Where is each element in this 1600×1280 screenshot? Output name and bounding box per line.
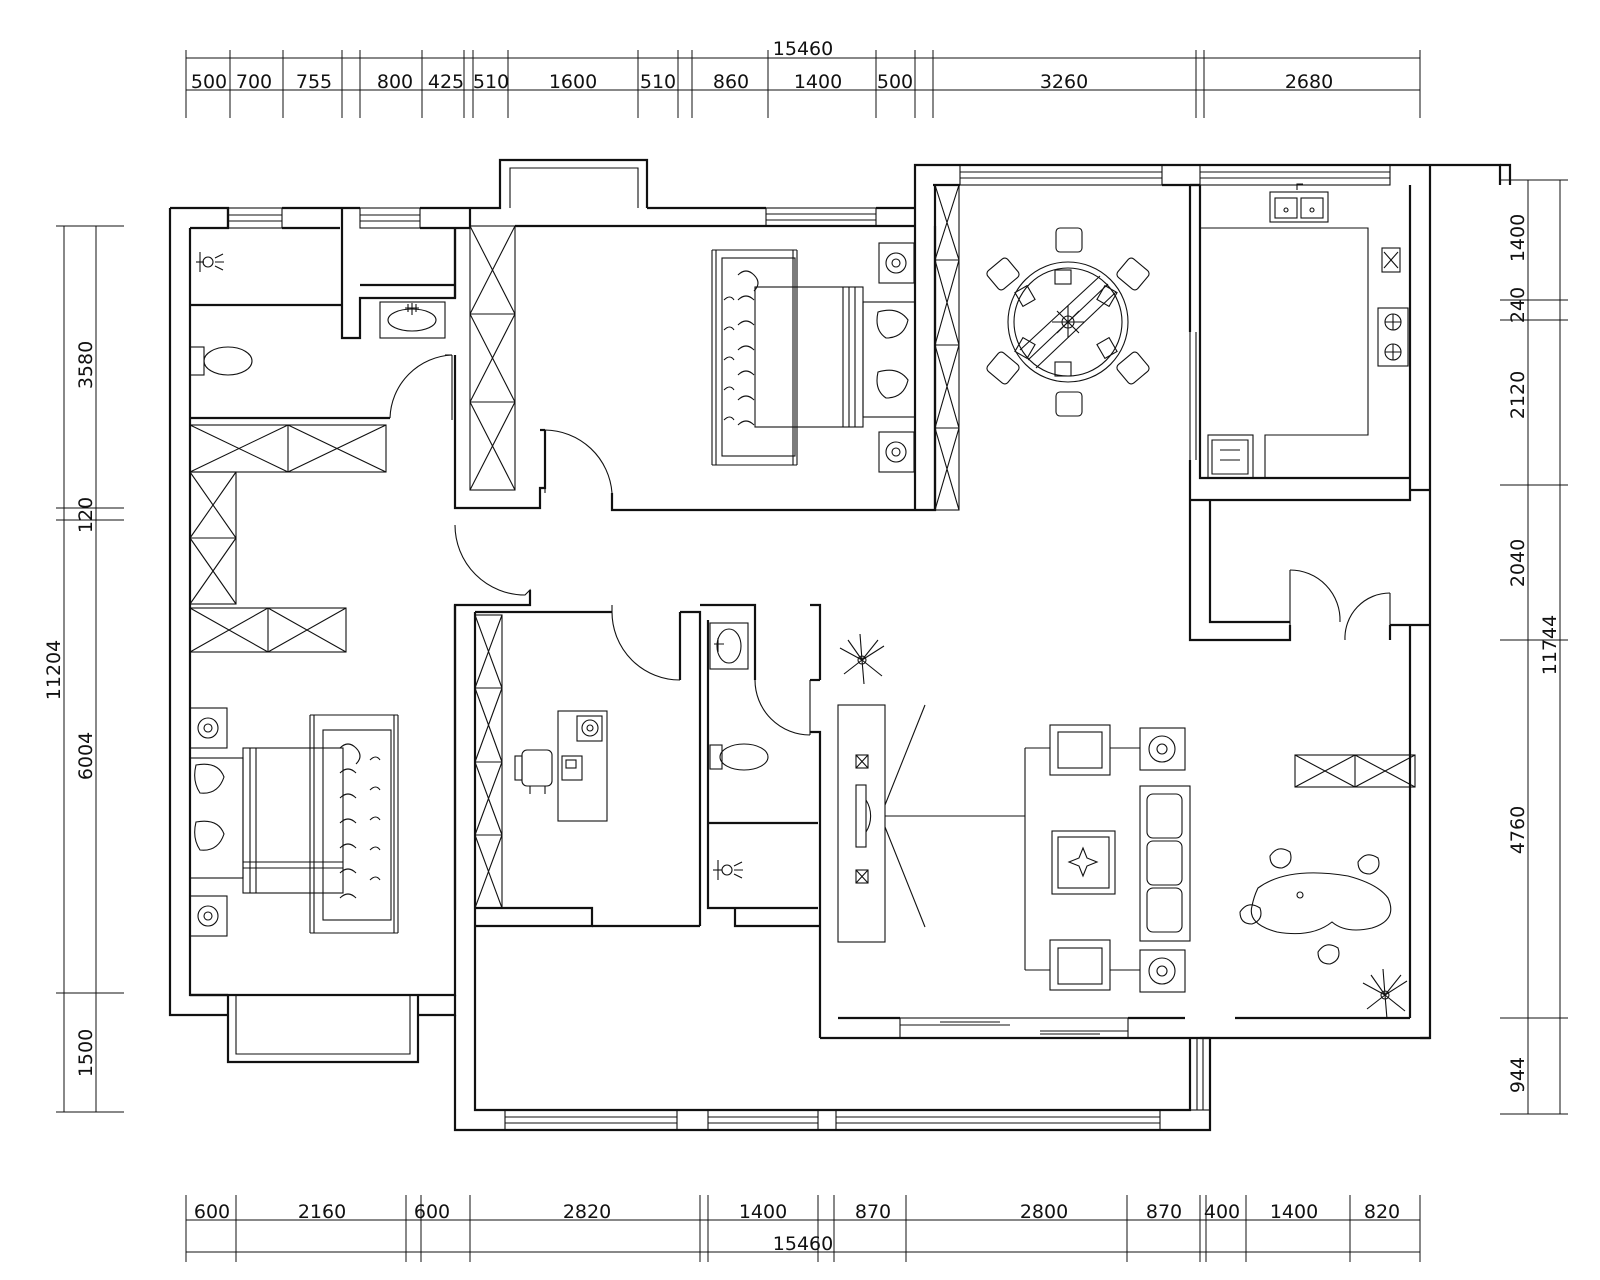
top-dim-9: 860 [713, 71, 749, 93]
bottom-overall-dimension: 15460 [773, 1233, 833, 1255]
shower-icon-small-bath [713, 860, 743, 880]
top-dim-4: 800 [377, 71, 413, 93]
bottom-dim-11: 820 [1364, 1201, 1400, 1223]
bottom-dim-3: 600 [414, 1201, 450, 1223]
bottom-dim-9: 400 [1204, 1201, 1240, 1223]
right-dim-4: 2040 [1507, 539, 1529, 587]
cabinet-living [1294, 754, 1416, 788]
right-dim-1: 1400 [1507, 214, 1529, 262]
top-dim-1: 500 [191, 71, 227, 93]
top-dim-2: 700 [236, 71, 272, 93]
coffee-table [1051, 830, 1116, 895]
top-overall-dimension: 15460 [773, 38, 833, 60]
entry-door-right [1344, 592, 1391, 641]
left-dim-1: 3580 [75, 341, 97, 389]
wardrobe-dining [934, 184, 960, 511]
toilet-icon-small-bath [709, 743, 769, 771]
bottom-dim-10: 1400 [1270, 1201, 1318, 1223]
bottom-dim-8: 870 [1146, 1201, 1182, 1223]
bedroom-door-left [454, 524, 531, 605]
windows [227, 164, 1391, 1131]
rug-left-bedroom [309, 714, 399, 934]
top-dim-5: 425 [428, 71, 464, 93]
wardrobe-study [474, 614, 503, 909]
sink-icon [379, 301, 446, 339]
right-overall-dimension: 11744 [1539, 615, 1561, 675]
bed-left-bedroom [189, 707, 399, 937]
top-dim-11: 500 [877, 71, 913, 93]
rug-top-bedroom [711, 249, 798, 466]
top-dim-12: 3260 [1040, 71, 1088, 93]
lounge-table-set [1239, 848, 1392, 965]
top-dim-7: 1600 [549, 71, 597, 93]
right-dim-6: 944 [1507, 1057, 1529, 1093]
shower-icon [196, 252, 224, 272]
top-dim-6: 510 [473, 71, 509, 93]
study-desk [514, 710, 608, 822]
bed-top-bedroom [711, 242, 916, 473]
desk-chair-icon [514, 749, 553, 794]
interior-walls [190, 185, 1412, 1038]
kitchen-sink-icon [1283, 207, 1315, 213]
bath-door [389, 354, 453, 420]
sink-icon-small-bath [709, 622, 749, 670]
top-dim-13: 2680 [1285, 71, 1333, 93]
left-overall-dimension: 11204 [43, 640, 65, 700]
left-dim-2: 120 [75, 497, 97, 533]
study-door [611, 611, 681, 681]
top-dim-3: 755 [296, 71, 332, 93]
left-dim-4: 1500 [75, 1029, 97, 1077]
kitchen-counter [1200, 183, 1409, 479]
entry-door-left [1289, 569, 1341, 623]
bottom-dim-4: 2820 [563, 1201, 611, 1223]
top-dimension-chain: 15460 500 700 755 800 425 510 1600 510 8… [185, 38, 1421, 118]
toilet-icon [189, 346, 253, 376]
bottom-dim-7: 2800 [1020, 1201, 1068, 1223]
right-dim-5: 4760 [1507, 806, 1529, 854]
bedroom-door-top [544, 429, 613, 494]
top-dim-10: 1400 [794, 71, 842, 93]
top-dim-8: 510 [640, 71, 676, 93]
plant-icon-tv [839, 633, 885, 685]
dining-chairs [986, 227, 1150, 417]
wardrobe-top-left [189, 424, 387, 473]
bottom-dim-6: 870 [855, 1201, 891, 1223]
exterior-walls [168, 158, 1512, 1132]
doors [389, 332, 1391, 736]
table-centerpiece-icon [1052, 306, 1084, 338]
left-dimension-chain: 11204 3580 120 6004 1500 [43, 225, 124, 1113]
wardrobe-left-horizontal [189, 607, 347, 653]
right-dim-3: 2120 [1507, 371, 1529, 419]
wardrobe-left-vertical [189, 471, 237, 605]
right-dim-2: 240 [1507, 287, 1529, 323]
dining-table [986, 227, 1150, 417]
bottom-dimension-chain: 600 2160 600 2820 1400 870 2800 870 400 … [185, 1195, 1421, 1262]
bottom-dim-2: 2160 [298, 1201, 346, 1223]
right-dimension-chain: 1400 240 2120 2040 4760 944 11744 [1500, 179, 1568, 1115]
plant-icon-living [1362, 968, 1408, 1020]
left-dim-3: 6004 [75, 732, 97, 780]
stove-icon [1377, 307, 1409, 367]
wardrobe-top-middle [469, 225, 516, 491]
bottom-dim-1: 600 [194, 1201, 230, 1223]
small-bath-door [754, 679, 811, 736]
bottom-dim-5: 1400 [739, 1201, 787, 1223]
living-room-sofa-set [1024, 724, 1191, 993]
tv-cabinet [837, 704, 1025, 943]
